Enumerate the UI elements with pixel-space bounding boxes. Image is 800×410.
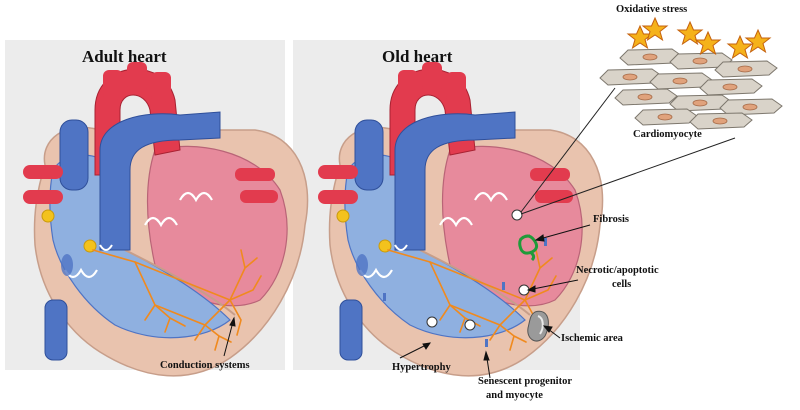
cardiomyocyte-label: Cardiomyocyte — [633, 129, 702, 140]
ischemic-area-marker — [527, 310, 549, 342]
cardiomyocyte-cluster — [599, 48, 783, 130]
necrotic-label-line1: Necrotic/apoptotic — [576, 265, 659, 276]
senescent-marker-3 — [502, 282, 505, 290]
annotation-arrows — [223, 224, 591, 379]
fibrosis-marker — [518, 234, 539, 262]
adult-heart-title: Adult heart — [82, 47, 167, 66]
senescent-marker-2 — [383, 293, 386, 301]
necrotic-marker-right — [464, 319, 476, 331]
fibrosis-label: Fibrosis — [593, 214, 629, 225]
old-heart-title: Old heart — [382, 47, 453, 66]
oxidative-stress-label: Oxidative stress — [616, 4, 687, 15]
necrotic-label-line2: cells — [612, 279, 631, 290]
zoom-line-top — [520, 87, 616, 213]
conduction-systems-label: Conduction systems — [160, 360, 250, 371]
hypertrophy-label: Hypertrophy — [392, 362, 451, 373]
necrotic-marker-upper — [511, 209, 523, 221]
senescent-marker-1 — [544, 238, 547, 246]
senescent-marker-4 — [485, 339, 488, 347]
necrotic-marker-left — [426, 316, 438, 328]
zoom-line-bottom — [520, 137, 736, 215]
ischemic-area-label: Ischemic area — [561, 333, 624, 344]
senescent-label-line2: and myocyte — [486, 390, 543, 401]
senescent-label-line1: Senescent progenitor — [478, 376, 572, 387]
